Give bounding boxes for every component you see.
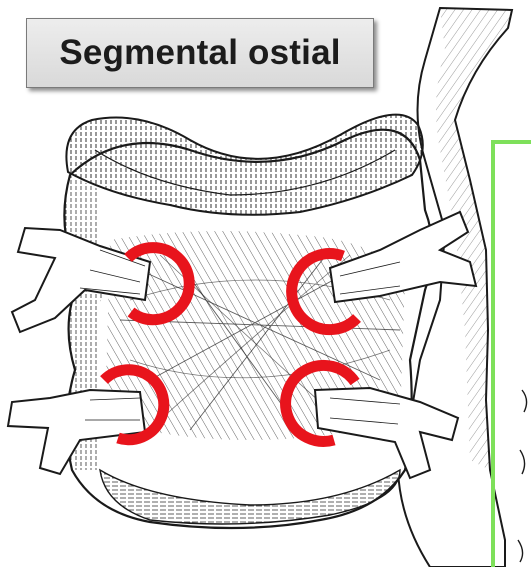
title-box: Segmental ostial: [26, 18, 374, 88]
title-label: Segmental ostial: [59, 33, 340, 73]
green-panel-edge: [493, 142, 531, 567]
